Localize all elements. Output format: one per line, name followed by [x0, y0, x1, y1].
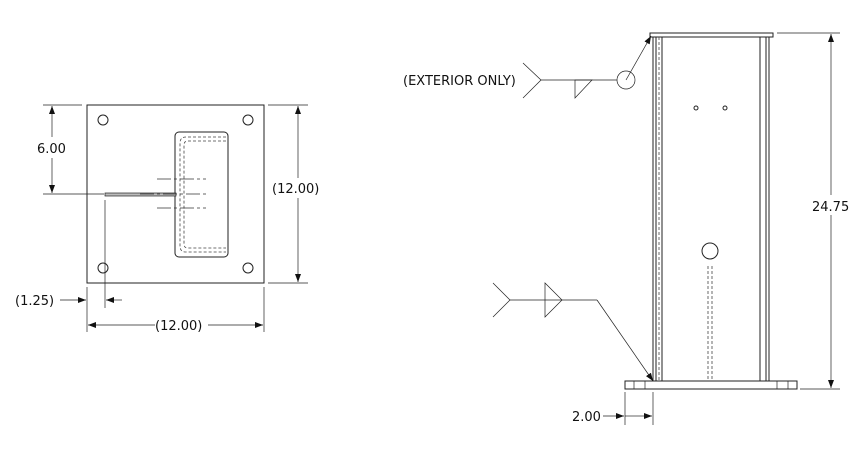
column-tube-outline [174, 131, 229, 258]
top-view-base-plate [86, 104, 265, 284]
bolt-hole [97, 262, 109, 274]
bolt-hole [242, 114, 254, 126]
dimension-text: (12.00) [272, 182, 319, 197]
fillet-weld-both-sides-icon [544, 282, 563, 318]
small-hole [722, 105, 728, 111]
top-plate [649, 32, 774, 38]
access-hole [701, 242, 719, 260]
dimension-width-12-00: (12.00) [86, 287, 265, 334]
hidden-tube-wall-inner [183, 140, 226, 249]
weld-symbol-top: (EXTERIOR ONLY) [403, 35, 652, 99]
dimension-text: 24.75 [812, 200, 849, 215]
dimension-1-25: (1.25) [15, 200, 122, 309]
bolt-hole [242, 262, 254, 274]
bolt-hole [97, 114, 109, 126]
dimension-2-00: 2.00 [572, 392, 654, 425]
small-hole [693, 105, 699, 111]
dimension-height-12-00: (12.00) [268, 104, 319, 284]
fillet-weld-icon [574, 79, 593, 99]
base-plate [624, 380, 798, 390]
dimension-24-75: 24.75 [777, 32, 849, 390]
weld-symbol-bottom [492, 282, 654, 382]
dimension-text: (12.00) [155, 319, 202, 334]
dimension-6-00: 6.00 [37, 104, 104, 195]
dimension-text: 2.00 [572, 410, 601, 425]
hidden-tube-wall [179, 136, 226, 253]
dimension-text: (1.25) [15, 294, 54, 309]
slot [104, 192, 177, 197]
dimension-text: 6.00 [37, 142, 66, 157]
side-view-column [624, 32, 798, 390]
weld-note: (EXTERIOR ONLY) [403, 74, 516, 89]
weld-all-around-icon [616, 70, 636, 90]
